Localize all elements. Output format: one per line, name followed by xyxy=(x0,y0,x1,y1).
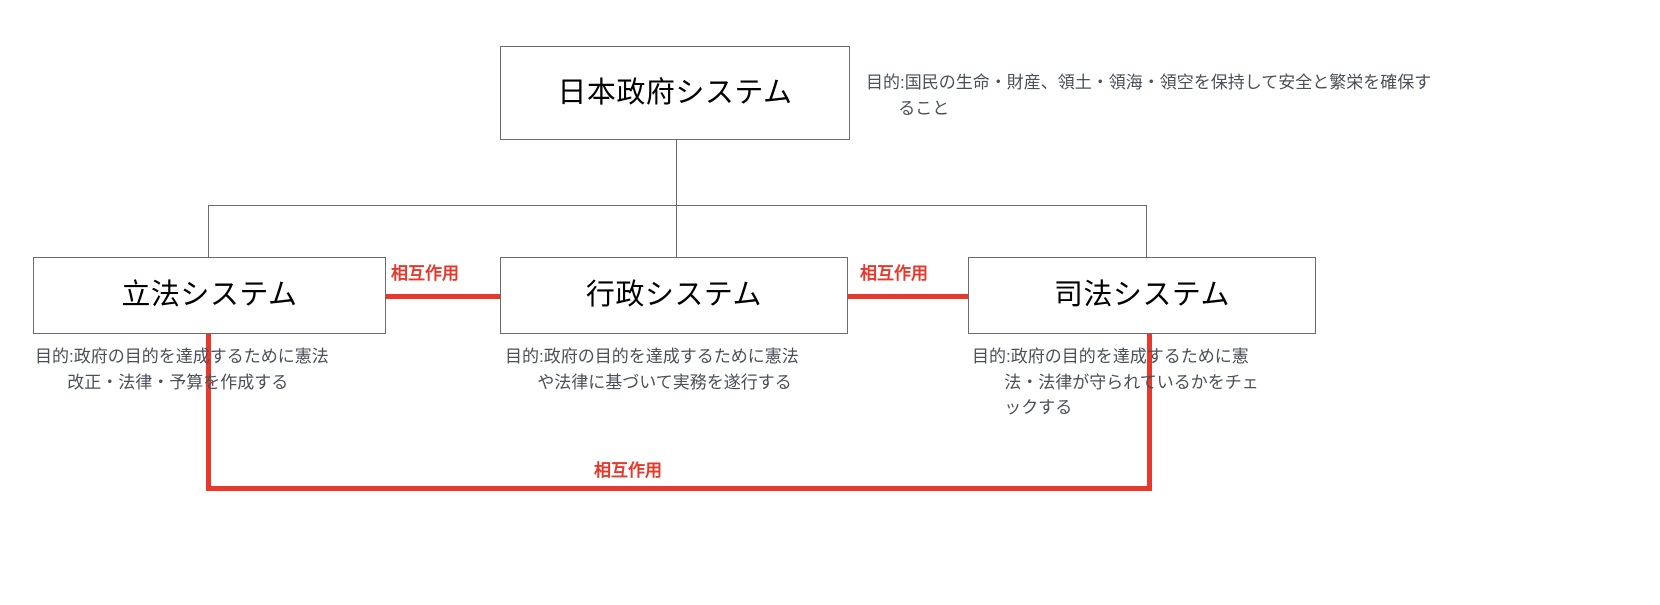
node-label-executive-system: 行政システム xyxy=(585,279,763,312)
node-judicial-system[interactable]: 司法システム xyxy=(968,257,1316,334)
interaction-edge-legislative-judicial-right-leg xyxy=(1147,330,1152,491)
connector-bus-to-judicial xyxy=(1146,205,1147,258)
purpose-judicial-system: 目的:政府の目的を達成するために憲法・法律が守られているかをチェックする xyxy=(972,347,1259,417)
connector-horizontal-bus xyxy=(208,205,1147,206)
connector-bus-to-executive xyxy=(676,205,677,258)
interaction-edge-legislative-executive xyxy=(386,294,504,299)
purpose-japanese-government-system: 目的:国民の生命・財産、領土・領海・領空を保持して安全と繁栄を確保すること xyxy=(866,73,1432,118)
interaction-edge-executive-judicial xyxy=(845,294,969,299)
node-label-judicial-system: 司法システム xyxy=(1053,279,1231,312)
edge-label-legislative-judicial: 相互作用 xyxy=(594,461,662,480)
node-label-legislative-system: 立法システム xyxy=(121,279,298,312)
node-label-japanese-government-system: 日本政府システム xyxy=(557,76,793,109)
interaction-edge-legislative-judicial-left-leg xyxy=(206,330,211,491)
node-japanese-government-system[interactable]: 日本政府システム xyxy=(500,46,850,140)
purpose-legislative-system: 目的:政府の目的を達成するために憲法改正・法律・予算を作成する xyxy=(35,347,329,392)
edge-label-executive-judicial: 相互作用 xyxy=(860,264,928,283)
edge-label-legislative-executive: 相互作用 xyxy=(391,264,459,283)
node-legislative-system[interactable]: 立法システム xyxy=(33,257,386,334)
interaction-edge-legislative-judicial-bottom xyxy=(206,486,1152,491)
connector-root-to-bus xyxy=(676,140,677,206)
purpose-executive-system: 目的:政府の目的を達成するために憲法や法律に基づいて実務を遂行する xyxy=(505,347,799,392)
node-executive-system[interactable]: 行政システム xyxy=(500,257,848,334)
connector-bus-to-legislative xyxy=(208,205,209,258)
